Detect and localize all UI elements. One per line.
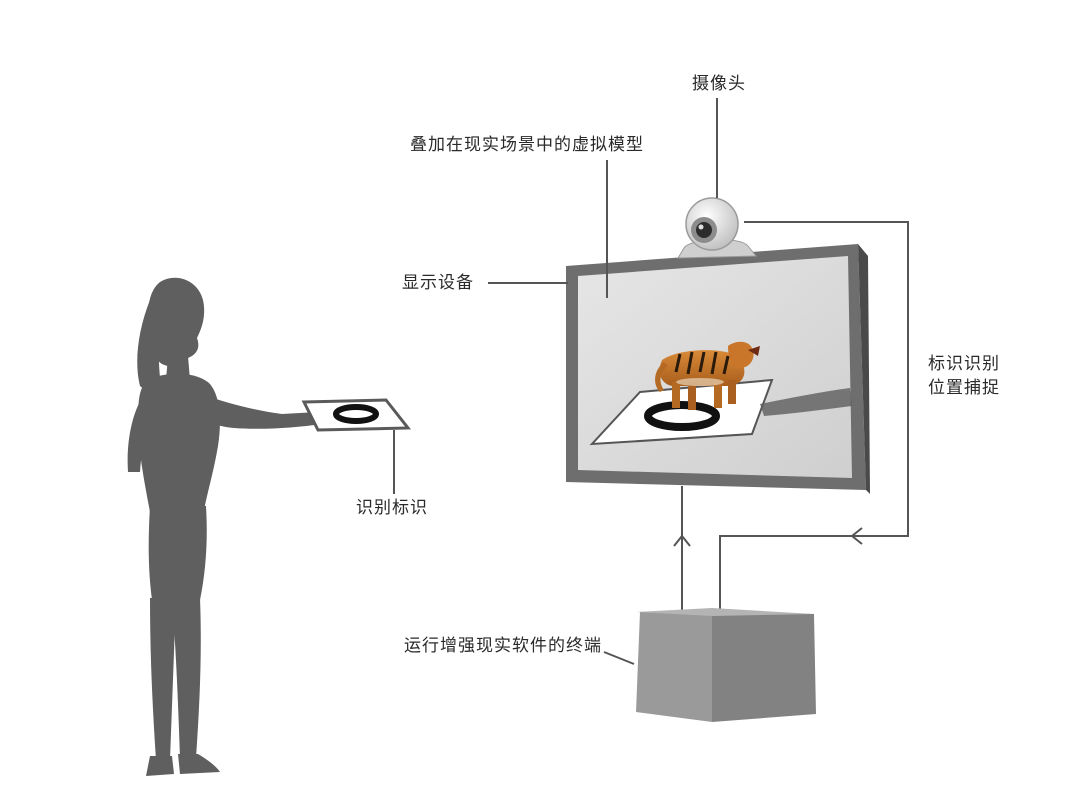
person-silhouette-icon [128,278,330,776]
marker-card-icon [304,400,408,430]
terminal-label: 运行增强现实软件的终端 [404,634,602,658]
terminal-box-icon [636,608,816,722]
webcam-icon [678,198,756,258]
camera-label: 摄像头 [692,72,746,96]
marker-label: 识别标识 [356,496,428,520]
terminal-pointer-line [604,652,634,664]
virtual-model-label: 叠加在现实场景中的虚拟模型 [410,133,644,157]
marker-capture-label-line1: 标识识别 [928,352,1000,376]
display-label: 显示设备 [402,271,474,295]
marker-capture-label-line2: 位置捕捉 [928,376,1000,400]
